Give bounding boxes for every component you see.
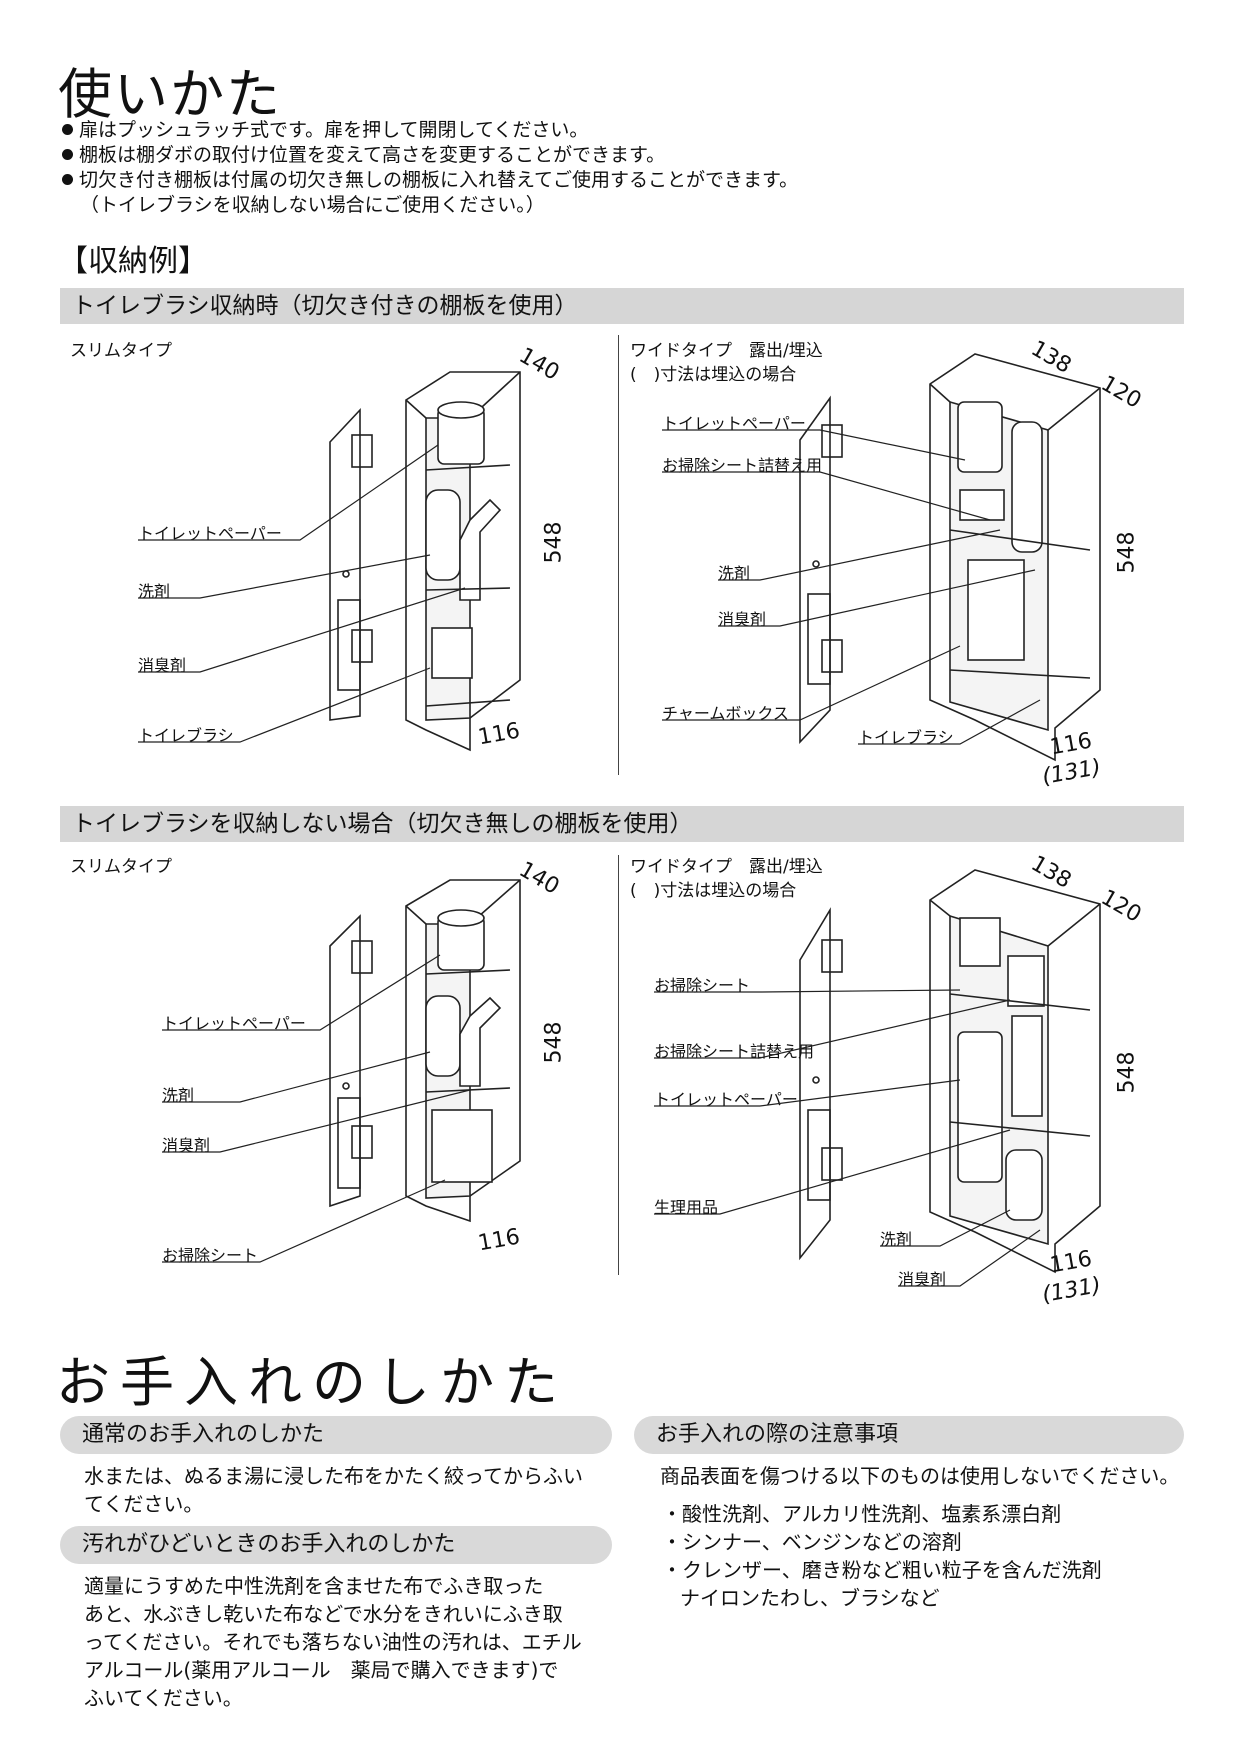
s1-wide-leaders (662, 429, 1041, 745)
s2-slim-dim-height: 548 (541, 1021, 567, 1064)
s1-wide-label-deodorant: 消臭剤 (718, 610, 767, 629)
section1-slim-type: スリムタイプ (70, 341, 172, 361)
usage-title: 使いかた (58, 63, 282, 126)
care-caution-intro: 商品表面を傷つける以下のものは使用しないでください。 (660, 1464, 1180, 1488)
care-normal-heading: 通常のお手入れのしかた (60, 1416, 612, 1454)
s2-slim-label-sheet: お掃除シート (162, 1246, 259, 1265)
s1-slim-label-deodorant: 消臭剤 (138, 656, 187, 675)
s1-wide-label-box: チャームボックス (662, 704, 789, 723)
section1-wide-type: ワイドタイプ 露出/埋込 (630, 341, 823, 361)
care-normal-text: 水または、ぬるま湯に浸した布をかたく絞ってからふい てください。 (84, 1464, 583, 1516)
s2-slim-label-paper: トイレットペーパー (162, 1014, 306, 1033)
care-heavy-text: 適量にうすめた中性洗剤を含ませた布でふき取った あと、水ぶきし乾いた布などで水分… (84, 1574, 582, 1710)
usage-bullet-1: 扉はプッシュラッチ式です。扉を押して開閉してください。 (62, 118, 588, 143)
wide-cabinet-diagram-2 (799, 869, 1101, 1274)
s2-wide-label-refill: お掃除シート詰替え用 (654, 1042, 815, 1061)
s1-wide-label-brush: トイレブラシ (858, 728, 954, 747)
s2-wide-label-sanitary: 生理用品 (654, 1198, 719, 1217)
care-caution-heading: お手入れの際の注意事項 (634, 1416, 1184, 1454)
section2-bar: トイレブラシを収納しない場合（切欠き無しの棚板を使用） (60, 806, 1184, 842)
s1-wide-label-paper: トイレットペーパー (662, 414, 806, 433)
s2-slim-leaders (162, 954, 471, 1263)
wide-cabinet-diagram-1 (799, 353, 1101, 762)
s1-slim-label-paper: トイレットペーパー (138, 524, 282, 543)
slim-cabinet-diagram-2 (329, 879, 521, 1223)
section1-bar: トイレブラシ収納時（切欠き付きの棚板を使用） (60, 288, 1184, 324)
s2-wide-label-sheet: お掃除シート (654, 976, 751, 995)
s1-slim-label-brush: トイレブラシ (138, 726, 234, 745)
care-caution-list: ・酸性洗剤、アルカリ性洗剤、塩素系漂白剤 ・シンナー、ベンジンなどの溶剤 ・クレ… (662, 1500, 1102, 1612)
s2-wide-leaders (654, 989, 1041, 1287)
slim-cabinet-diagram-1 (329, 371, 521, 752)
s1-wide-dim-height: 548 (1114, 531, 1140, 574)
usage-bullet-2: 棚板は棚ダボの取付け位置を変えて高さを変更することができます。 (62, 143, 665, 168)
s1-slim-dim-height: 548 (541, 521, 567, 564)
caution-item: ・酸性洗剤、アルカリ性洗剤、塩素系漂白剤 (662, 1502, 1062, 1526)
s2-wide-dim-height: 548 (1114, 1051, 1140, 1094)
s2-slim-label-deodorant: 消臭剤 (162, 1136, 211, 1155)
caution-item-cont: ナイロンたわし、ブラシなど (680, 1586, 940, 1610)
s2-wide-label-paper: トイレットペーパー (654, 1090, 798, 1109)
s1-slim-leaders (138, 444, 466, 743)
section1-wide-note: ( )寸法は埋込の場合 (630, 365, 797, 385)
s2-wide-label-detergent: 洗剤 (880, 1230, 913, 1249)
section2-wide-note: ( )寸法は埋込の場合 (630, 881, 797, 901)
care-heavy-heading: 汚れがひどいときのお手入れのしかた (60, 1526, 612, 1564)
caution-item: ・シンナー、ベンジンなどの溶剤 (662, 1530, 962, 1554)
examples-heading: 【収納例】 (58, 244, 208, 279)
s1-wide-label-refill: お掃除シート詰替え用 (662, 456, 823, 475)
caution-item: ・クレンザー、磨き粉など粗い粒子を含んだ洗剤 (662, 1558, 1102, 1582)
section2-slim-type: スリムタイプ (70, 857, 172, 877)
s2-wide-label-deodorant: 消臭剤 (898, 1270, 947, 1289)
section2-divider (618, 855, 619, 1275)
s2-slim-label-detergent: 洗剤 (162, 1086, 195, 1105)
section2-wide-type: ワイドタイプ 露出/埋込 (630, 857, 823, 877)
section1-divider (618, 335, 619, 775)
s1-slim-label-detergent: 洗剤 (138, 582, 171, 601)
usage-bullet-note: （トイレブラシを収納しない場合にご使用ください。） (80, 194, 545, 216)
usage-bullet-3: 切欠き付き棚板は付属の切欠き無しの棚板に入れ替えてご使用することができます。 (62, 168, 798, 193)
s1-wide-label-detergent: 洗剤 (718, 564, 751, 583)
care-title: お手入れのしかた (56, 1351, 568, 1414)
